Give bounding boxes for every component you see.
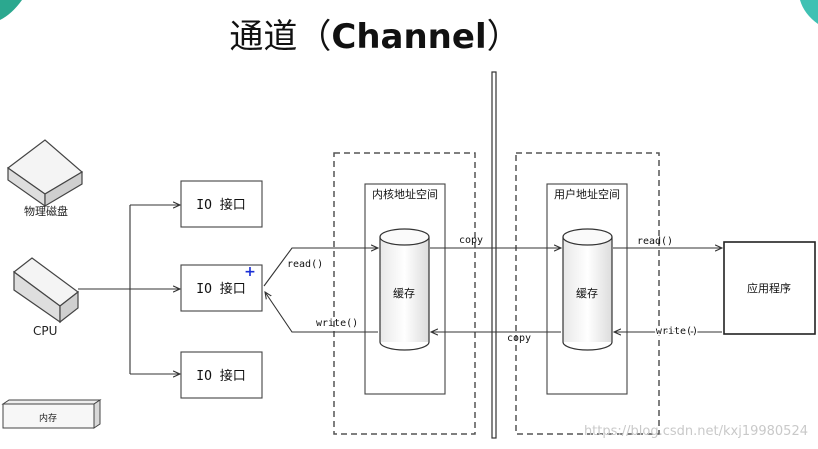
copy-bottom-label: copy bbox=[507, 333, 531, 344]
application-box: 应用程序 bbox=[723, 241, 816, 335]
io-port-label: IO 接口 bbox=[196, 197, 245, 213]
io-port-label: IO 接口 bbox=[196, 281, 245, 297]
corner-accent-left bbox=[0, 0, 22, 20]
cursor-plus-icon: + bbox=[244, 264, 256, 280]
disk-icon bbox=[6, 139, 84, 208]
corner-accent-right bbox=[800, 0, 818, 24]
page-title: 通道（Channel） bbox=[229, 17, 520, 57]
user-buffer-cylinder bbox=[562, 228, 613, 351]
title-prefix: 通道（ bbox=[229, 17, 331, 57]
kernel-buffer-label: 缓存 bbox=[393, 286, 415, 300]
memory-label: 内存 bbox=[39, 412, 57, 424]
io-port-3: IO 接口 bbox=[180, 351, 263, 399]
user-space-label: 用户地址空间 bbox=[554, 187, 620, 201]
app-read-label: read() bbox=[637, 236, 673, 247]
app-write-label: write() bbox=[656, 326, 698, 337]
kernel-space: 内核地址空间 缓存 bbox=[333, 152, 476, 435]
read-in-arrow bbox=[263, 248, 378, 287]
kernel-buffer-cylinder bbox=[379, 228, 430, 351]
kernel-space-label: 内核地址空间 bbox=[372, 187, 438, 201]
user-buffer-label: 缓存 bbox=[576, 286, 598, 300]
title-suffix: ） bbox=[487, 17, 521, 57]
copy-top-label: copy bbox=[459, 235, 483, 246]
title-main: Channel bbox=[331, 17, 486, 57]
cpu-icon bbox=[13, 257, 79, 324]
io-port-1: IO 接口 bbox=[180, 180, 263, 228]
read-in-label: read() bbox=[287, 259, 323, 270]
watermark: https://blog.csdn.net/kxj19980524 bbox=[584, 424, 808, 439]
space-divider bbox=[491, 71, 497, 439]
write-out-arrow bbox=[265, 292, 378, 333]
application-label: 应用程序 bbox=[747, 281, 791, 295]
cpu-bus bbox=[78, 205, 180, 374]
memory-icon bbox=[1, 399, 102, 429]
cpu-label: CPU bbox=[33, 324, 57, 338]
io-port-label: IO 接口 bbox=[196, 368, 245, 384]
write-out-label: write() bbox=[316, 318, 358, 329]
io-port-2: IO 接口 bbox=[180, 264, 263, 312]
user-space: 用户地址空间 缓存 bbox=[515, 152, 660, 435]
disk-label: 物理磁盘 bbox=[24, 204, 68, 218]
